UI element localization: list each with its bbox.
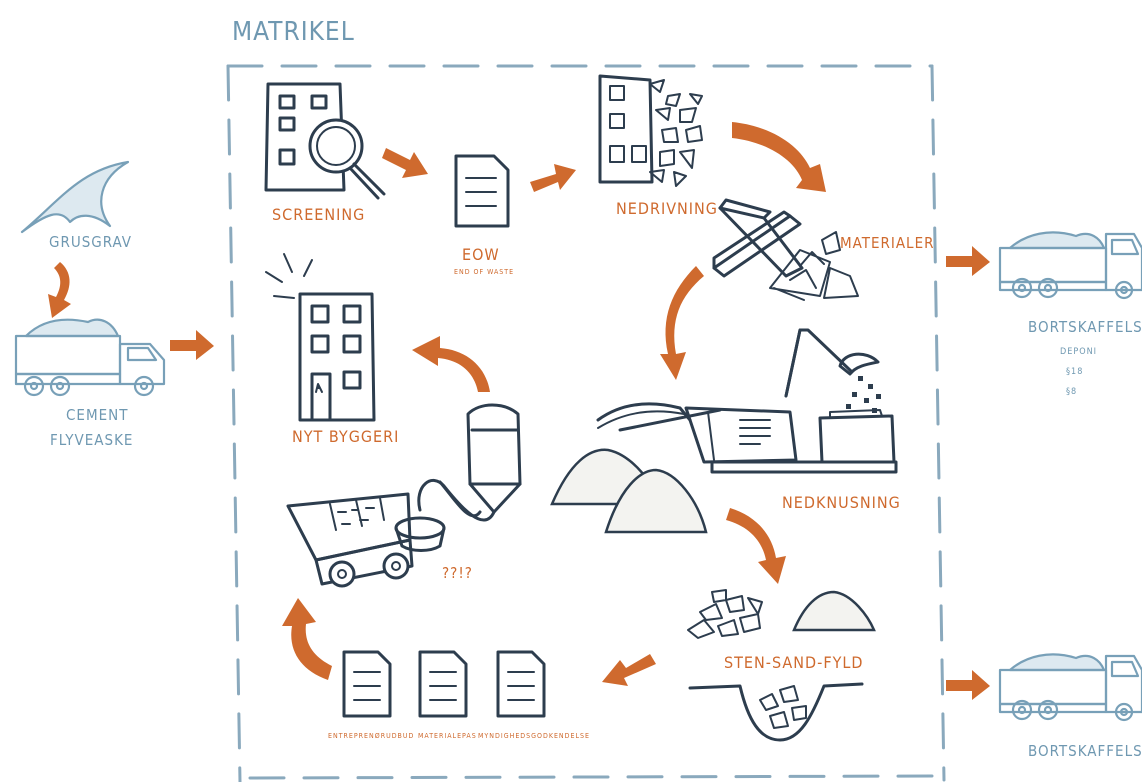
deponi-label: DEPONI — [1060, 347, 1097, 357]
arrow-truck-to-matrikel — [170, 330, 214, 360]
arrow-eow-to-nedrivning — [530, 164, 576, 192]
myndighedsgodkendelse-label: MYNDIGHEDSGODKENDELSE — [478, 732, 590, 740]
arrow-grusgrav-to-truck — [48, 262, 71, 318]
arrow-screening-to-eow — [382, 148, 428, 178]
nedknusning-label: NEDKNUSNING — [782, 493, 901, 512]
eow-document-icon — [454, 154, 510, 228]
building-inspection-icon — [264, 82, 386, 200]
crusher-machine-icon — [596, 328, 898, 474]
concrete-silo-mixer-icon — [286, 403, 522, 588]
sand-piles-icon — [550, 448, 708, 534]
disposal-truck-top-icon — [998, 231, 1142, 300]
materialer-label: MATERIALER — [840, 234, 934, 252]
unknown-step-label: ??!? — [442, 564, 473, 582]
eow-label: EOW — [462, 245, 500, 264]
cement-truck-icon — [14, 318, 166, 397]
materials-rubble-icon — [712, 198, 859, 301]
bortskaffelse-bottom-label: BORTSKAFFELSE — [1028, 742, 1142, 760]
stone-sand-fill-icon — [687, 589, 876, 742]
arrow-mixer-to-nyt-byggeri — [412, 336, 490, 392]
gravel-pit-icon — [20, 160, 130, 234]
arrow-documents-to-mixer — [282, 598, 332, 680]
eow-sublabel: END OF WASTE — [454, 268, 514, 276]
arrow-materialer-to-nedknusning — [660, 266, 704, 380]
arrow-materialer-to-bortskaffelse — [946, 246, 990, 276]
matrikel-boundary — [226, 64, 946, 782]
arrow-nedknusning-to-sten-sand-fyld — [726, 508, 786, 584]
arrow-sten-to-documents — [602, 654, 656, 686]
materialepas-label: MATERIALEPAS — [418, 732, 477, 740]
cement-label: CEMENT — [66, 406, 128, 424]
flyveaske-label: FLYVEASKE — [50, 431, 133, 449]
new-building-icon — [265, 253, 376, 422]
nyt-byggeri-label: NYT BYGGERI — [292, 427, 399, 446]
paragraph-18-label: §18 — [1066, 367, 1083, 377]
document-materialepas-icon — [418, 650, 468, 718]
demolition-building-icon — [598, 74, 703, 187]
paragraph-8-label: §8 — [1066, 387, 1077, 397]
matrikel-title: MATRIKEL — [232, 17, 355, 47]
document-entreprenorbud-icon — [342, 650, 392, 718]
arrow-nedrivning-to-materialer — [732, 122, 826, 192]
arrow-sten-to-bortskaffelse — [946, 670, 990, 700]
disposal-truck-bottom-icon — [998, 653, 1142, 722]
sten-sand-fyld-label: STEN-SAND-FYLD — [724, 653, 863, 672]
screening-label: SCREENING — [272, 205, 365, 224]
grusgrav-label: GRUSGRAV — [49, 233, 132, 251]
entreprenorbud-label: ENTREPRENØRUDBUD — [328, 732, 414, 740]
bortskaffelse-top-label: BORTSKAFFELSE — [1028, 318, 1142, 336]
nedrivning-label: NEDRIVNING — [616, 199, 718, 218]
document-myndighedsgodkendelse-icon — [496, 650, 546, 718]
